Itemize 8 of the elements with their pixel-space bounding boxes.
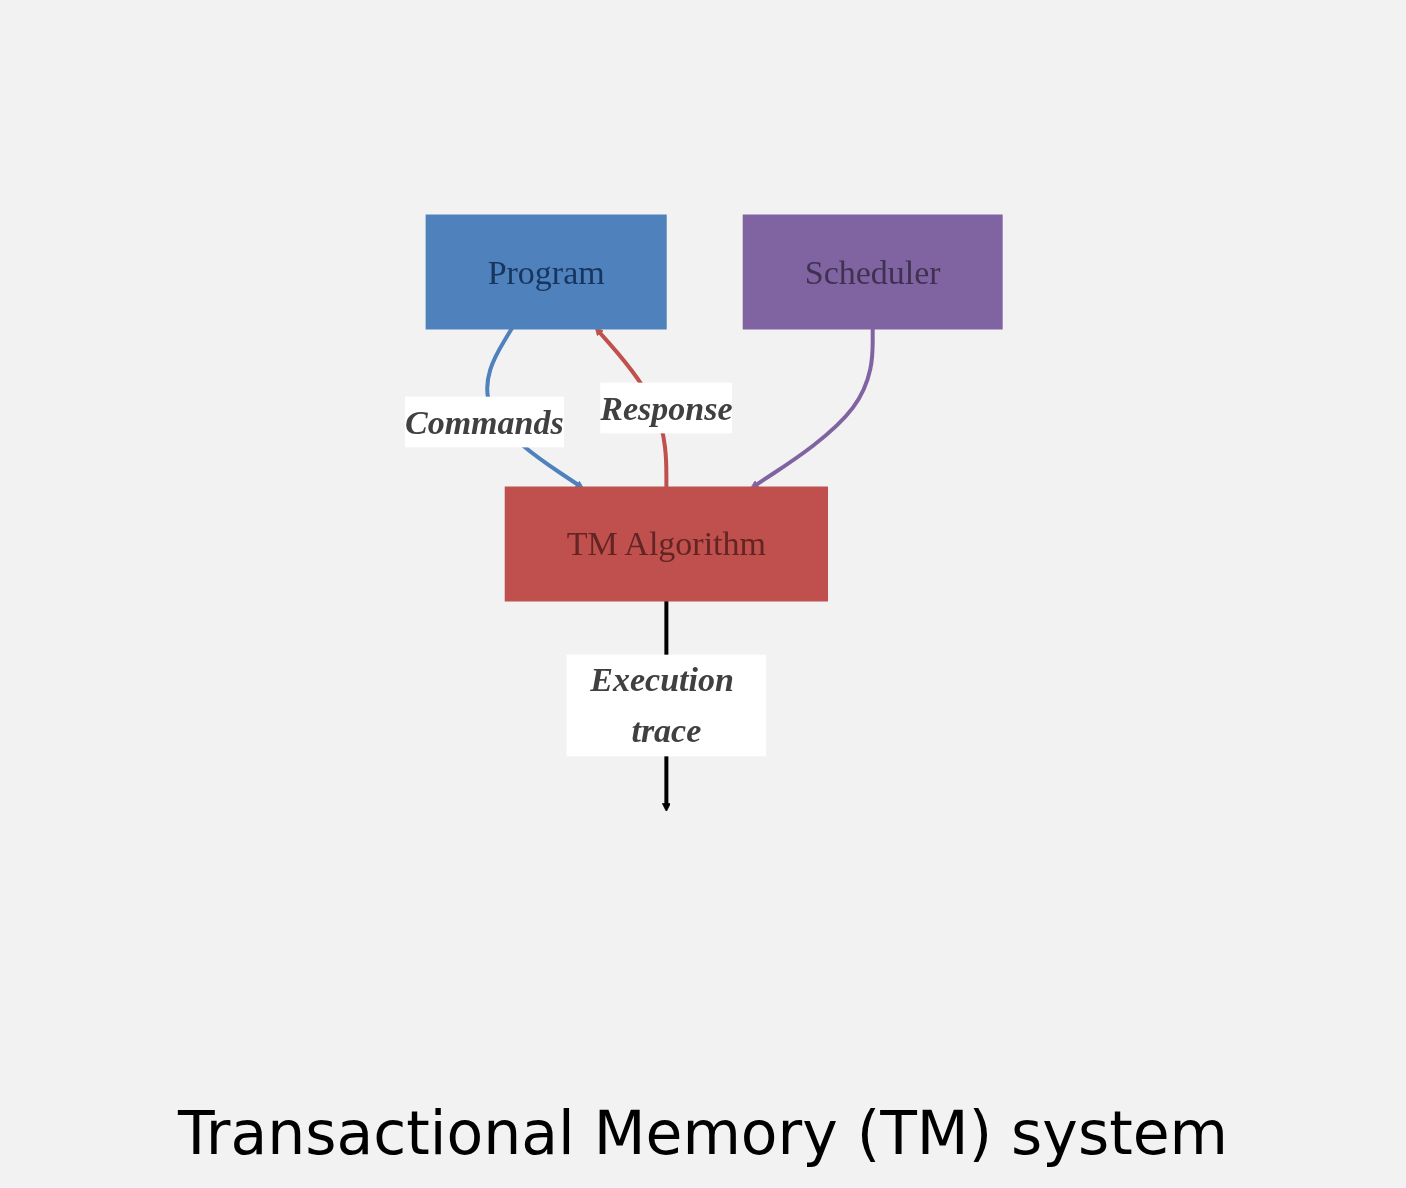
edge-label: Execution trace xyxy=(590,661,735,750)
edge-label: Commands xyxy=(405,403,564,441)
arrow xyxy=(750,327,875,489)
caption: Transactional Memory (TM) system xyxy=(177,1097,1229,1170)
node-box: Program xyxy=(425,214,667,330)
node-box: TM Algorithm xyxy=(504,486,829,602)
node-box: Scheduler xyxy=(742,214,1003,330)
edge-label: Response xyxy=(600,389,733,427)
